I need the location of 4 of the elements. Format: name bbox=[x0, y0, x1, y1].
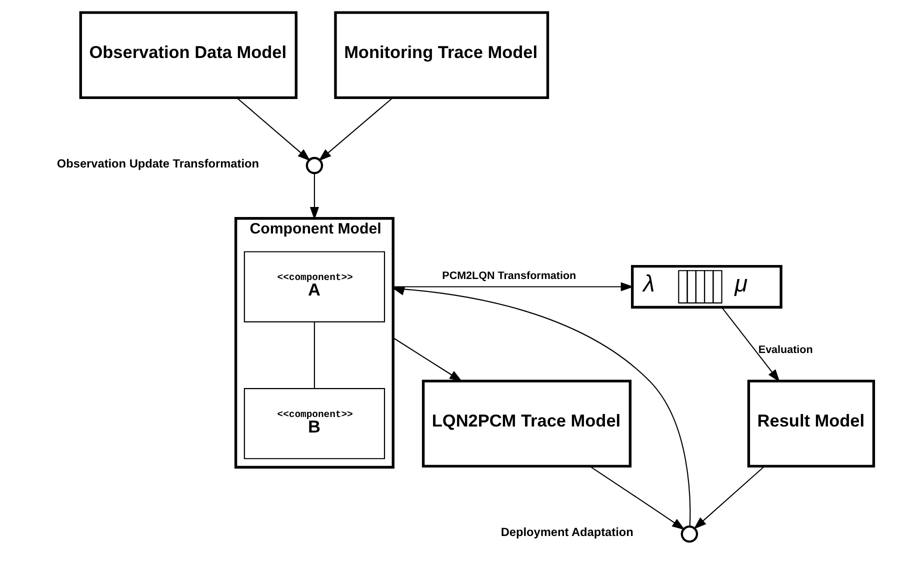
edge-label: Evaluation bbox=[758, 344, 813, 356]
edge-label: PCM2LQN Transformation bbox=[442, 270, 576, 282]
node-label: Observation Update Transformation bbox=[56, 156, 259, 170]
node-label: Deployment Adaptation bbox=[500, 525, 634, 539]
